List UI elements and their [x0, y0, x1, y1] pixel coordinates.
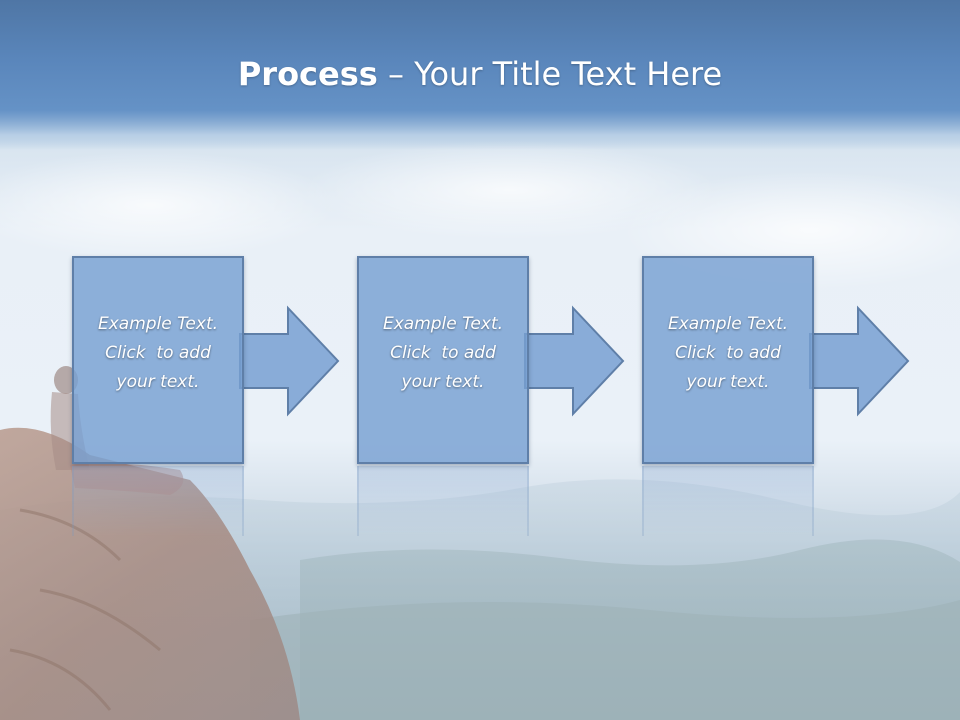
- step-reflection: [357, 466, 529, 536]
- landscape-background: [0, 479, 960, 720]
- step-text-line: your text.: [686, 372, 770, 392]
- step-box[interactable]: [642, 256, 814, 464]
- step-text-line: your text.: [401, 372, 485, 392]
- step-text[interactable]: Example Text. Click to add your text.: [363, 310, 523, 397]
- step-reflection: [642, 466, 814, 536]
- step-text-line: Example Text.: [667, 314, 789, 334]
- step-text-line: your text.: [116, 372, 200, 392]
- title-rest-text: – Your Title Text Here: [377, 55, 723, 93]
- title-bold-word: Process: [237, 55, 378, 93]
- step-text-line: Example Text.: [97, 314, 219, 334]
- step-reflection: [72, 466, 244, 536]
- title-banner: [0, 0, 960, 150]
- step-text-line: Example Text.: [382, 314, 504, 334]
- slide-title[interactable]: Process – Your Title Text Here: [0, 52, 960, 96]
- right-arrow-icon: [239, 305, 340, 417]
- step-text-line: Click to add: [675, 343, 781, 363]
- step-text[interactable]: Example Text. Click to add your text.: [78, 310, 238, 397]
- right-arrow-icon: [524, 305, 625, 417]
- step-box[interactable]: [357, 256, 529, 464]
- step-text-line: Click to add: [390, 343, 496, 363]
- step-text-line: Click to add: [105, 343, 211, 363]
- cloud: [0, 150, 340, 260]
- step-box[interactable]: [72, 256, 244, 464]
- step-text[interactable]: Example Text. Click to add your text.: [648, 310, 808, 397]
- right-arrow-icon: [809, 305, 910, 417]
